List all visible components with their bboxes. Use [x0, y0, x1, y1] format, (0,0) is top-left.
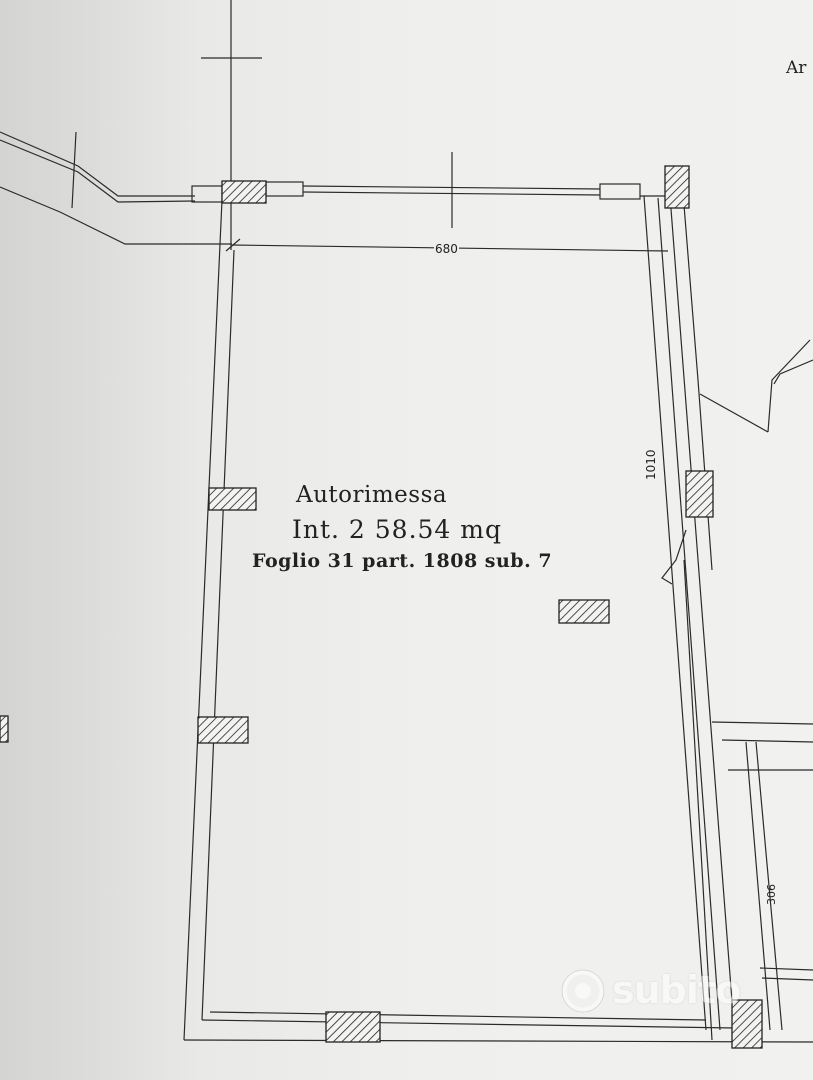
pillar-top-right — [664, 165, 690, 209]
room-name: Autorimessa — [296, 482, 448, 508]
pillar-center — [558, 599, 610, 624]
dimension-label-right-lower: 306 — [765, 884, 778, 905]
subito-logo-icon — [561, 969, 605, 1013]
room-area: Int. 2 58.54 mq — [292, 515, 502, 544]
right-wall-inner — [643, 195, 707, 1031]
window-frame-left — [191, 185, 223, 203]
right-wall-outer — [667, 169, 736, 1041]
dimension-label-top: 680 — [434, 242, 459, 256]
watermark-text: subito — [612, 968, 741, 1012]
bottom-wall-outer — [183, 1039, 813, 1043]
dimension-label-right: 1010 — [644, 449, 658, 480]
pillar-left-1 — [208, 487, 257, 511]
bottom-wall-inner — [201, 1019, 736, 1029]
pillar-bottom-right — [731, 999, 763, 1049]
cadastral-reference: Foglio 31 part. 1808 sub. 7 — [252, 550, 553, 572]
outer-wall-curve — [0, 131, 195, 197]
corner-text: Ar — [786, 58, 807, 78]
door-swing — [661, 529, 687, 585]
outer-wall-lower — [0, 186, 232, 245]
window-frame-right — [265, 181, 304, 197]
pillar-left-2 — [197, 716, 249, 744]
pillar-right — [685, 470, 714, 518]
pillar-top-left — [221, 180, 267, 204]
left-wall-inner — [201, 249, 235, 1021]
pillar-far-left — [0, 715, 9, 743]
watermark: subito — [560, 962, 805, 1028]
outer-wall-curve-inner — [0, 139, 196, 203]
pillar-bottom — [325, 1011, 381, 1043]
left-wall-outer — [183, 199, 223, 1041]
